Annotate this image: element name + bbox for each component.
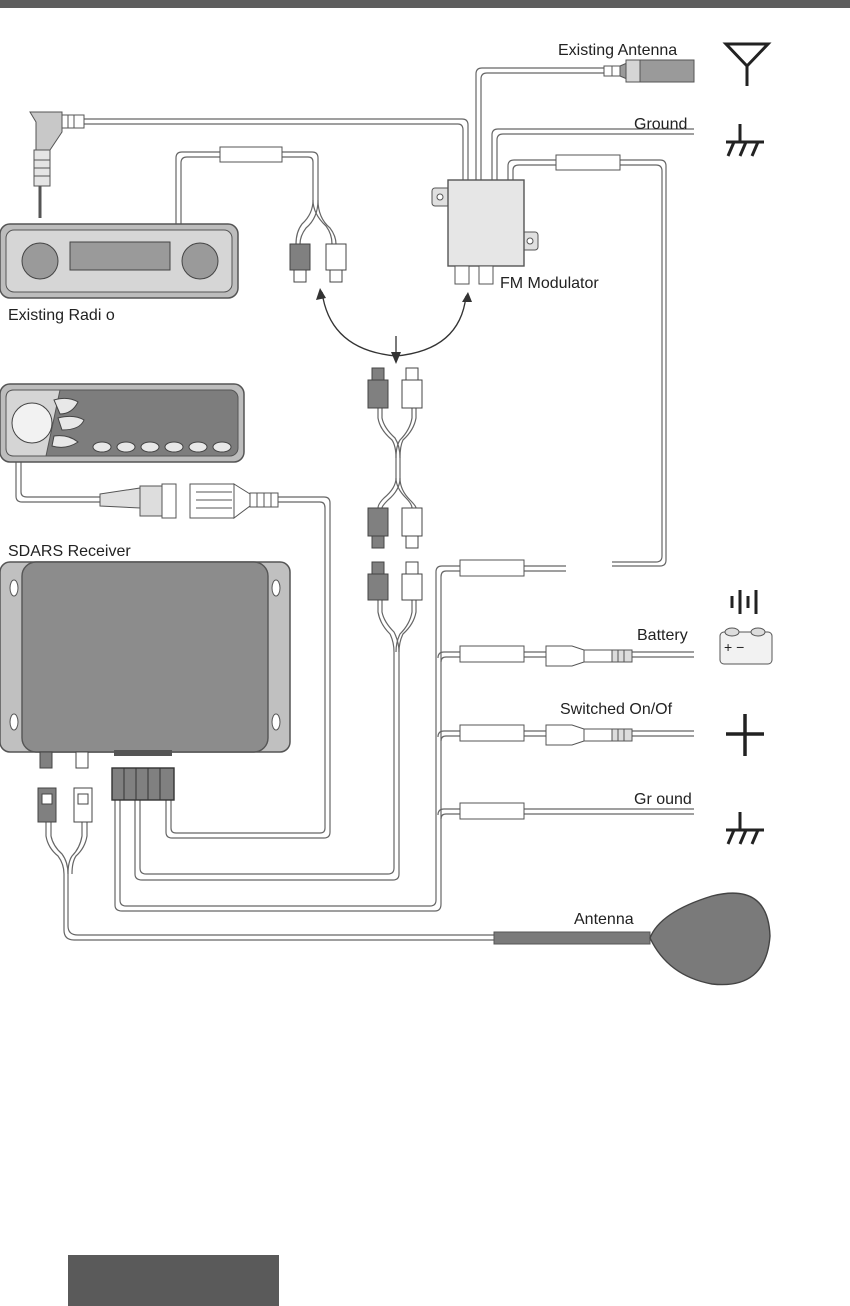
radio-rca-plugs (289, 243, 347, 283)
top-rule (0, 0, 850, 8)
footer-page-tab (68, 1255, 279, 1306)
label-battery: Battery (637, 627, 688, 644)
cable-sleeve (219, 146, 283, 163)
label-ground-top: Ground (634, 116, 687, 133)
fm-modulator (431, 179, 539, 285)
center-rca-plugs (367, 367, 423, 601)
label-ground-bottom: Gr ound (634, 791, 692, 808)
ground-icon (726, 812, 764, 845)
battery-fuse-holder (545, 645, 633, 667)
receiver-plugs (37, 767, 175, 823)
label-sdars-receiver: SDARS Receiver (8, 543, 131, 560)
switched-fuse-holder (545, 724, 633, 746)
label-existing-radio: Existing Radi o (8, 307, 115, 324)
radio-antenna-plug (29, 111, 85, 218)
ground-icon (726, 124, 764, 157)
existing-antenna-plug (603, 59, 695, 83)
label-switched: Switched On/Of (560, 701, 673, 718)
cable-sleeve (555, 154, 621, 171)
remote-cable-connector (99, 483, 279, 519)
antenna-icon (722, 42, 772, 86)
sdars-antenna (493, 892, 771, 986)
cable-network (15, 67, 694, 941)
existing-radio (0, 223, 239, 299)
connection-arrows (316, 288, 472, 364)
remote-controller (0, 383, 245, 463)
plus-icon (726, 714, 764, 756)
label-fm-modulator: FM Modulator (500, 275, 599, 292)
label-existing-antenna: Existing Antenna (558, 42, 677, 59)
label-antenna: Antenna (574, 911, 634, 928)
power-sleeves (459, 559, 525, 820)
svg-text:+ −: + − (724, 639, 744, 655)
battery-icon: + − (719, 590, 773, 665)
sdars-receiver (0, 561, 291, 769)
